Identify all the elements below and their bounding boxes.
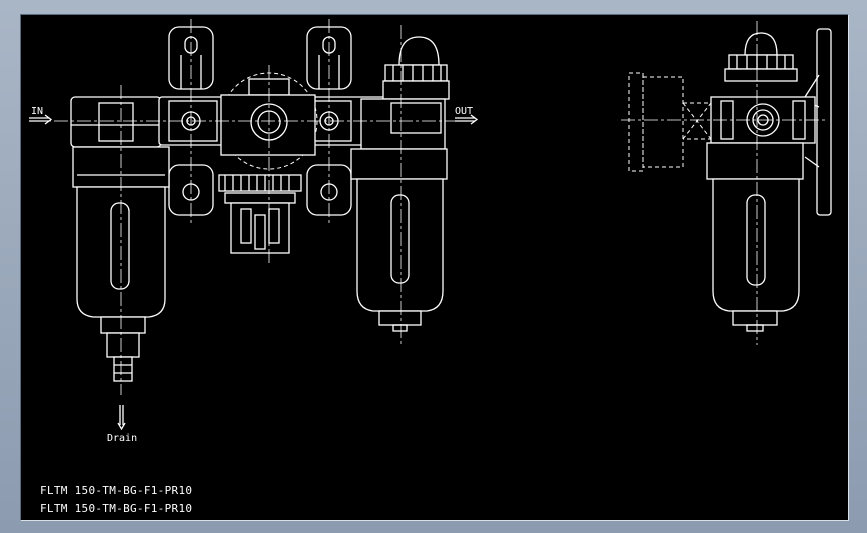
inlet-label: IN bbox=[31, 106, 43, 117]
drain-label: Drain bbox=[107, 433, 137, 444]
outlet-arrow bbox=[455, 114, 479, 125]
cad-drawing-viewport[interactable]: IN OUT Drain bbox=[20, 14, 849, 521]
regulator-unit bbox=[218, 72, 318, 254]
side-mounting-bracket bbox=[804, 28, 832, 216]
part-number-line-2: FLTM 150-TM-BG-F1-PR10 bbox=[40, 502, 193, 515]
lubricator-unit bbox=[350, 36, 450, 332]
part-number-line-1: FLTM 150-TM-BG-F1-PR10 bbox=[40, 484, 193, 497]
side-view bbox=[621, 21, 832, 345]
drain-arrow bbox=[117, 405, 126, 431]
frl-assembly-drawing: IN OUT Drain bbox=[29, 19, 832, 444]
front-view: IN OUT Drain bbox=[29, 19, 479, 444]
centerlines-front bbox=[31, 19, 461, 395]
centerlines-side bbox=[621, 21, 827, 345]
filter-unit-left bbox=[70, 96, 170, 382]
side-lubricator-body bbox=[706, 32, 816, 332]
outlet-label: OUT bbox=[455, 106, 473, 117]
inlet-arrow bbox=[29, 114, 53, 125]
gauge-hidden-outline bbox=[628, 72, 712, 172]
